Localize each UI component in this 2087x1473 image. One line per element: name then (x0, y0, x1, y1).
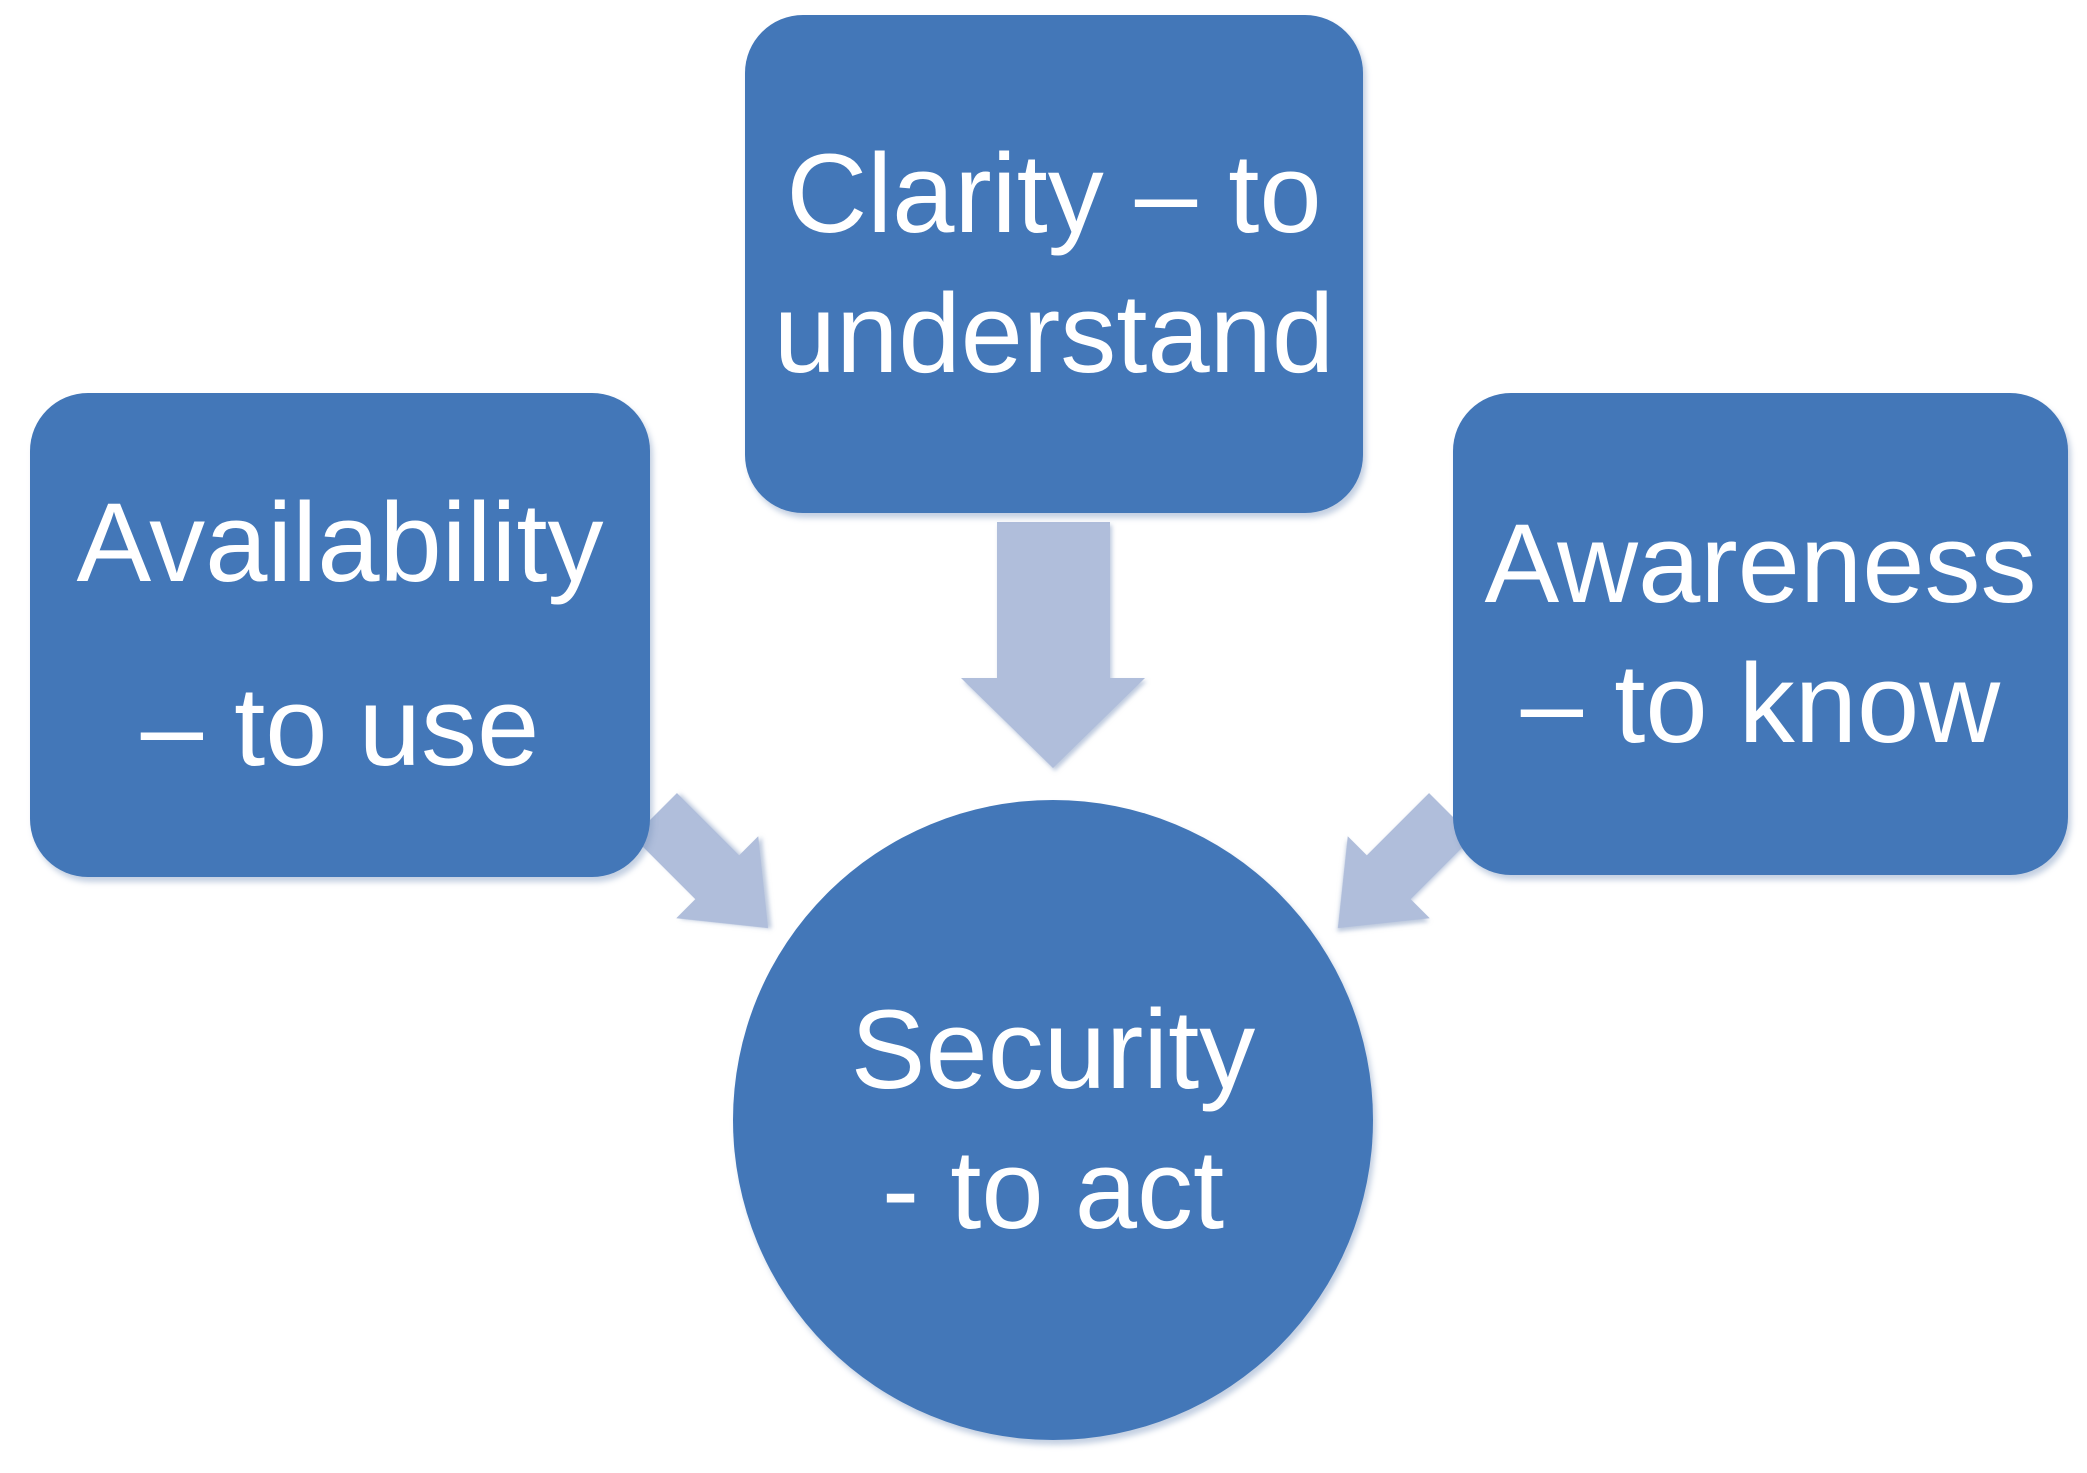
node-clarity-line2: understand (773, 271, 1335, 396)
node-awareness-line1: Awareness (1484, 501, 2037, 626)
node-security-line1: Security (850, 987, 1256, 1112)
node-awareness-line2: – to know (1520, 641, 2001, 766)
arrow-down-icon (961, 522, 1145, 768)
node-security-line2: - to act (881, 1127, 1225, 1252)
node-clarity-line1: Clarity – to (786, 131, 1322, 256)
node-security-circle: Security - to act (733, 800, 1373, 1440)
node-availability-line2: – to use (140, 664, 540, 789)
node-awareness-box: Awareness – to know (1453, 393, 2068, 875)
node-clarity-box: Clarity – to understand (745, 15, 1363, 513)
node-availability-box: Availability – to use (30, 393, 650, 877)
node-availability-line1: Availability (76, 480, 604, 605)
